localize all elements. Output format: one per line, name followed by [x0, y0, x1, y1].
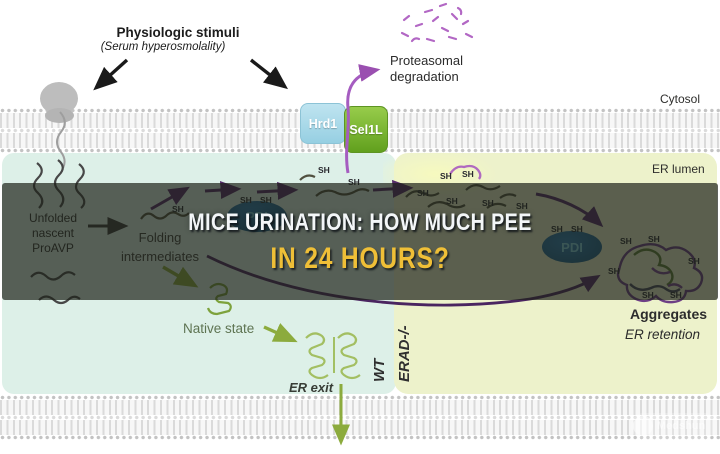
wt-genotype-label: WT	[371, 358, 388, 382]
membrane-receptor-base	[45, 108, 74, 123]
physiologic-stimuli-title: Physiologic stimuli	[116, 25, 240, 40]
sel1l-label: Sel1L	[349, 122, 383, 137]
native-state-label: Native state	[183, 321, 255, 336]
lipid-heads	[0, 435, 720, 440]
hrd1-label: Hrd1	[308, 116, 338, 131]
peptide-fragments	[400, 2, 474, 43]
watermark-logo-icon	[633, 416, 653, 436]
hrd1-protein: Hrd1	[300, 103, 346, 144]
retrotranslocation-arrow	[345, 64, 381, 174]
lipid-tails	[0, 400, 720, 415]
sh-thiol-label: SH	[348, 177, 360, 187]
er-membrane-bottom	[0, 395, 720, 440]
receptor-tail	[56, 111, 66, 169]
sh-thiol-label: SH	[462, 169, 474, 179]
lipid-heads	[0, 415, 720, 420]
er-retention-label: ER retention	[625, 327, 701, 342]
native-state-proteins	[305, 332, 361, 380]
sh-thiol-label: SH	[318, 165, 330, 175]
sel1l-protein: Sel1L	[344, 106, 388, 153]
er-exit-label: ER exit	[289, 380, 334, 395]
sh-thiol-label: SH	[440, 171, 452, 181]
stimuli-arrows	[93, 58, 289, 91]
cytosol-label: Cytosol	[660, 92, 701, 106]
proteasomal-degradation-label: Proteasomal degradation	[390, 53, 463, 84]
serum-hyperosmolality-subtitle: (Serum hyperosmolality)	[100, 41, 226, 53]
light-purple-chain	[449, 164, 482, 180]
banner-title-line2: IN 24 HOURS?	[270, 242, 450, 275]
title-banner: MICE URINATION: HOW MUCH PEE IN 24 HOURS…	[0, 209, 720, 276]
banner-title-line1: MICE URINATION: HOW MUCH PEE	[188, 209, 532, 236]
lipid-heads	[0, 395, 720, 400]
aggregates-label: Aggregates	[630, 306, 708, 322]
er-lumen-label: ER lumen	[652, 162, 705, 176]
watermark-text: Medshun	[657, 420, 706, 432]
erad-knockout-label: ERAD-/-	[396, 325, 413, 382]
watermark: Medshun	[631, 413, 717, 439]
lipid-tails	[0, 420, 720, 435]
